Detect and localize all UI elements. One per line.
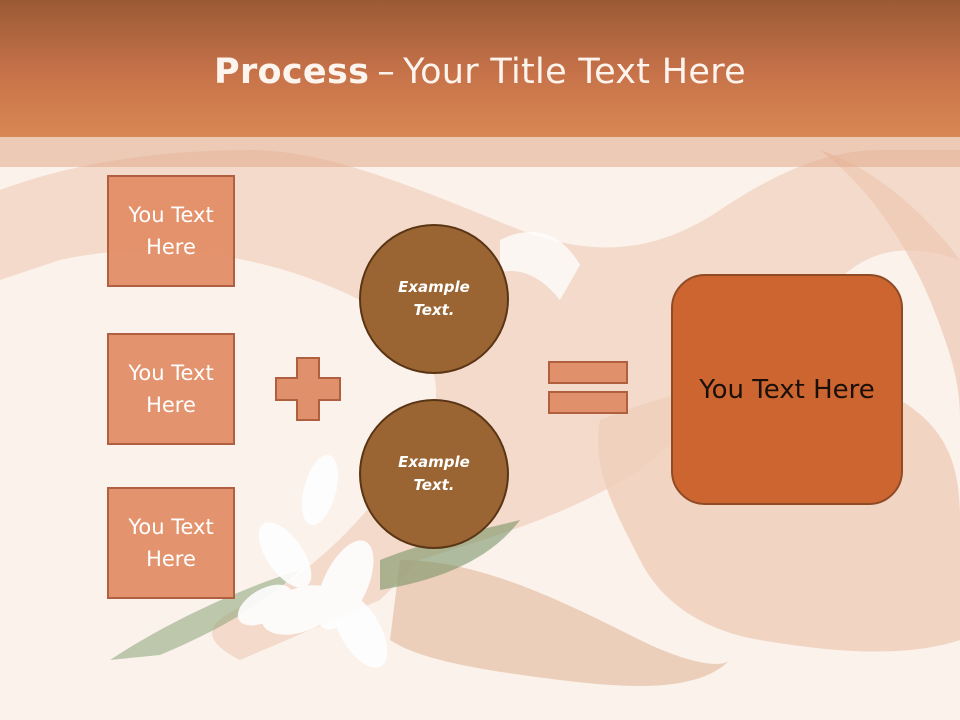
example-circle-1[interactable]: Example Text. <box>359 224 509 374</box>
circle-label: Example Text. <box>398 278 470 319</box>
circle-label: Example Text. <box>398 453 470 494</box>
text-box-label: You Text Here <box>128 515 214 571</box>
result-box[interactable]: You Text Here <box>671 274 903 505</box>
equals-icon <box>548 361 628 414</box>
title-dash: – <box>377 52 396 92</box>
title-bold-part: Process <box>214 52 370 92</box>
text-box-2[interactable]: You Text Here <box>107 333 235 445</box>
slide-title[interactable]: Process–Your Title Text Here <box>0 52 960 92</box>
example-circle-2[interactable]: Example Text. <box>359 399 509 549</box>
plus-icon <box>275 357 341 421</box>
text-box-label: You Text Here <box>128 203 214 259</box>
text-box-3[interactable]: You Text Here <box>107 487 235 599</box>
result-label: You Text Here <box>699 374 875 405</box>
text-box-label: You Text Here <box>128 361 214 417</box>
title-rest-part: Your Title Text Here <box>403 52 746 92</box>
text-box-1[interactable]: You Text Here <box>107 175 235 287</box>
title-underband <box>0 137 960 167</box>
title-bar <box>0 0 960 137</box>
